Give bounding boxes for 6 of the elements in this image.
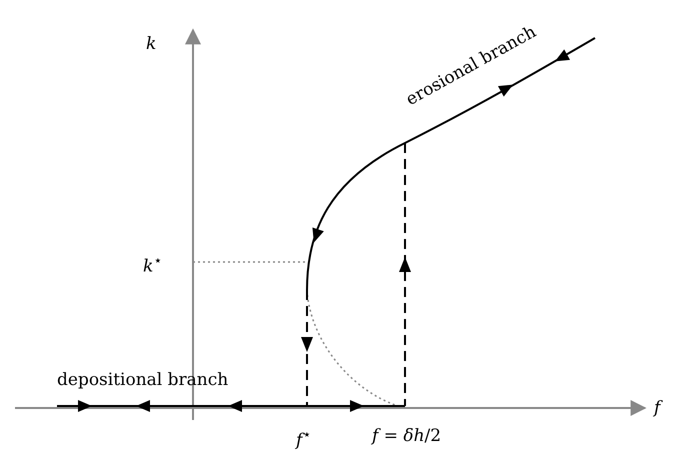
axis-label: f: [654, 400, 660, 417]
axis-label: k: [146, 36, 156, 53]
axis-tick-label: f = δh/2: [372, 428, 442, 445]
axis-tick-label: k$^{⋆}$: [143, 254, 162, 276]
axis-tick-label: f$^{⋆}$: [296, 428, 312, 450]
curve-label: depositional branch: [57, 372, 228, 389]
